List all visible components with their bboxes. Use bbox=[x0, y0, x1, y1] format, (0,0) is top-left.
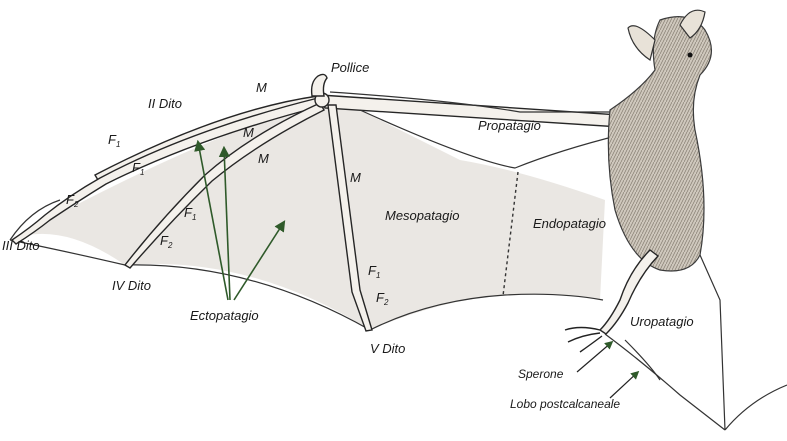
label-m-top: M bbox=[256, 80, 267, 95]
label-mesopatagio: Mesopatagio bbox=[385, 208, 459, 223]
label-pollice: Pollice bbox=[331, 60, 369, 75]
label-endopatagio: Endopatagio bbox=[533, 216, 606, 231]
label-m-mid: M bbox=[243, 125, 254, 140]
label-f1-a: F1 bbox=[108, 132, 120, 149]
label-m-mid2: M bbox=[258, 151, 269, 166]
wing-membrane bbox=[10, 100, 605, 330]
label-propatagio: Propatagio bbox=[478, 118, 541, 133]
label-iv-dito: IV Dito bbox=[112, 278, 151, 293]
label-sperone: Sperone bbox=[518, 367, 564, 381]
label-m-v: M bbox=[350, 170, 361, 185]
label-v-dito: V Dito bbox=[370, 341, 405, 356]
label-ectopatagio: Ectopatagio bbox=[190, 308, 259, 323]
thumb-bone bbox=[312, 74, 327, 96]
label-iii-dito: III Dito bbox=[2, 238, 40, 253]
label-ii-dito: II Dito bbox=[148, 96, 182, 111]
label-lobo: Lobo postcalcaneale bbox=[510, 397, 620, 411]
label-uropatagio: Uropatagio bbox=[630, 314, 694, 329]
